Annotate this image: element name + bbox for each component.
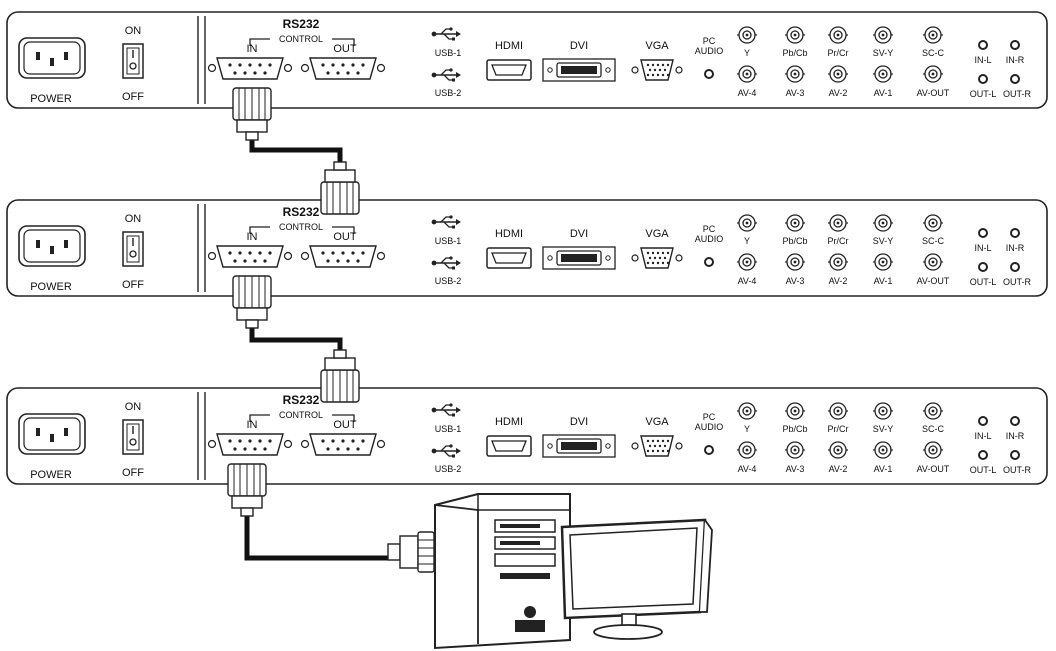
scc-label: SC-C: [922, 236, 944, 246]
inl-label: IN-L: [974, 431, 991, 441]
y-label: Y: [744, 236, 750, 246]
pbcb-label: Pb/Cb: [782, 48, 807, 58]
power-label: POWER: [30, 93, 72, 105]
av2-label: AV-2: [829, 88, 848, 98]
db9-connector-icon: [232, 275, 272, 329]
dvi-label: DVI: [570, 416, 588, 428]
outl-label: OUT-L: [970, 89, 997, 99]
rs232-cable-1: [232, 87, 360, 215]
av3-label: AV-3: [786, 464, 805, 474]
inl-label: IN-L: [974, 55, 991, 65]
rs232-cable-2: [232, 275, 360, 403]
av2-label: AV-2: [829, 464, 848, 474]
rs232-out-label: OUT: [333, 43, 357, 55]
off-label: OFF: [122, 279, 144, 291]
svy-label: SV-Y: [873, 236, 894, 246]
hdmi-label: HDMI: [495, 40, 523, 52]
dvi-label: DVI: [570, 40, 588, 52]
svy-label: SV-Y: [873, 48, 894, 58]
scc-label: SC-C: [922, 424, 944, 434]
av4-label: AV-4: [738, 464, 757, 474]
y-label: Y: [744, 424, 750, 434]
prcr-label: Pr/Cr: [828, 48, 849, 58]
off-label: OFF: [122, 467, 144, 479]
prcr-label: Pr/Cr: [828, 424, 849, 434]
audio-label: AUDIO: [695, 46, 724, 56]
pbcb-label: Pb/Cb: [782, 236, 807, 246]
usb1-label: USB-1: [435, 48, 462, 58]
pc-label: PC: [703, 224, 716, 234]
pc-label: PC: [703, 412, 716, 422]
av4-label: AV-4: [738, 276, 757, 286]
usb2-label: USB-2: [435, 88, 462, 98]
device-panel-2: POWER ON OFF RS232 CONTROL IN OUT USB-1 …: [7, 200, 1047, 296]
rs232-label: RS232: [283, 393, 320, 407]
usb1-label: USB-1: [435, 424, 462, 434]
audio-label: AUDIO: [695, 234, 724, 244]
device-panel-3: POWER ON OFF RS232 CONTROL IN OUT USB-1 …: [7, 388, 1047, 484]
hdmi-label: HDMI: [495, 416, 523, 428]
rs232-label: RS232: [283, 205, 320, 219]
off-label: OFF: [122, 91, 144, 103]
control-label: CONTROL: [279, 222, 323, 232]
control-label: CONTROL: [279, 34, 323, 44]
av3-label: AV-3: [786, 276, 805, 286]
rs232-label: RS232: [283, 17, 320, 31]
outr-label: OUT-R: [1003, 89, 1031, 99]
inr-label: IN-R: [1006, 55, 1025, 65]
avout-label: AV-OUT: [917, 88, 950, 98]
dvi-label: DVI: [570, 228, 588, 240]
device-panel-1: POWER ON OFF RS232 CONTROL IN OUT USB-1 …: [7, 12, 1047, 108]
rs232-out-label: OUT: [333, 231, 357, 243]
prcr-label: Pr/Cr: [828, 236, 849, 246]
computer-tower-icon: [434, 493, 571, 650]
outl-label: OUT-L: [970, 277, 997, 287]
rs232-in-label: IN: [247, 43, 258, 55]
audio-label: AUDIO: [695, 422, 724, 432]
y-label: Y: [744, 48, 750, 58]
outl-label: OUT-L: [970, 465, 997, 475]
av2-label: AV-2: [829, 276, 848, 286]
inl-label: IN-L: [974, 243, 991, 253]
on-label: ON: [125, 401, 142, 413]
rs232-in-label: IN: [247, 231, 258, 243]
power-label: POWER: [30, 469, 72, 481]
avout-label: AV-OUT: [917, 464, 950, 474]
inr-label: IN-R: [1006, 431, 1025, 441]
usb2-label: USB-2: [435, 464, 462, 474]
inr-label: IN-R: [1006, 243, 1025, 253]
on-label: ON: [125, 25, 142, 37]
hdmi-label: HDMI: [495, 228, 523, 240]
monitor-icon: [560, 518, 713, 640]
av1-label: AV-1: [874, 88, 893, 98]
scc-label: SC-C: [922, 48, 944, 58]
av1-label: AV-1: [874, 464, 893, 474]
vga-label: VGA: [645, 40, 669, 52]
pbcb-label: Pb/Cb: [782, 424, 807, 434]
control-label: CONTROL: [279, 410, 323, 420]
db9-connector-icon: [227, 463, 267, 517]
vga-label: VGA: [645, 416, 669, 428]
on-label: ON: [125, 213, 142, 225]
usb2-label: USB-2: [435, 276, 462, 286]
av3-label: AV-3: [786, 88, 805, 98]
db9-connector-icon: [232, 87, 272, 141]
svy-label: SV-Y: [873, 424, 894, 434]
av4-label: AV-4: [738, 88, 757, 98]
vga-label: VGA: [645, 228, 669, 240]
rs232-out-label: OUT: [333, 419, 357, 431]
power-label: POWER: [30, 281, 72, 293]
rs232-in-label: IN: [247, 419, 258, 431]
avout-label: AV-OUT: [917, 276, 950, 286]
usb1-label: USB-1: [435, 236, 462, 246]
av1-label: AV-1: [874, 276, 893, 286]
outr-label: OUT-R: [1003, 277, 1031, 287]
outr-label: OUT-R: [1003, 465, 1031, 475]
pc-label: PC: [703, 36, 716, 46]
